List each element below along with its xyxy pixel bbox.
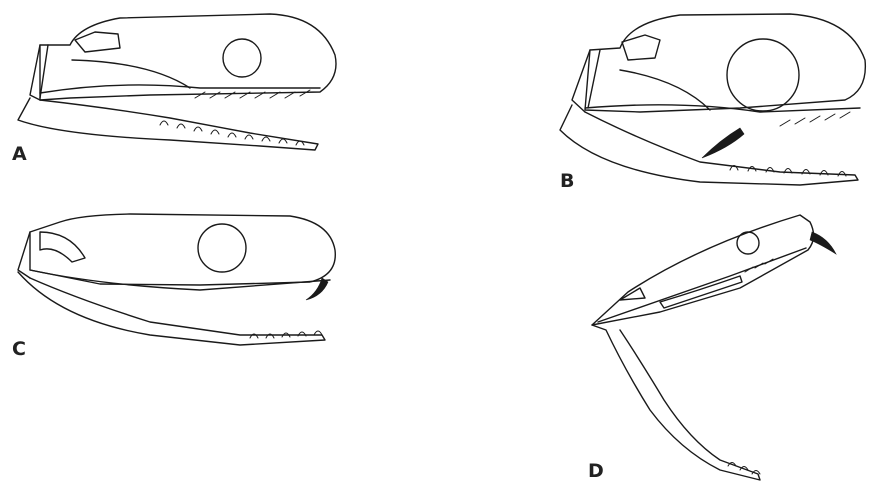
skull-c	[18, 214, 335, 345]
maxillary-teeth-d	[745, 259, 773, 272]
eye-a	[223, 39, 261, 77]
eye-d	[737, 232, 759, 254]
eye-c	[198, 224, 246, 272]
panel-label-d: D	[588, 462, 604, 481]
fang-b	[702, 128, 744, 158]
fang-d	[810, 232, 836, 254]
skull-d	[592, 215, 836, 480]
skull-b	[560, 14, 865, 185]
panel-label-b: B	[560, 172, 574, 191]
panel-label-c: C	[12, 340, 26, 359]
maxillary-teeth-b	[780, 112, 850, 126]
panel-label-a: A	[12, 145, 27, 164]
eye-b	[727, 39, 799, 111]
skull-a	[18, 14, 336, 150]
